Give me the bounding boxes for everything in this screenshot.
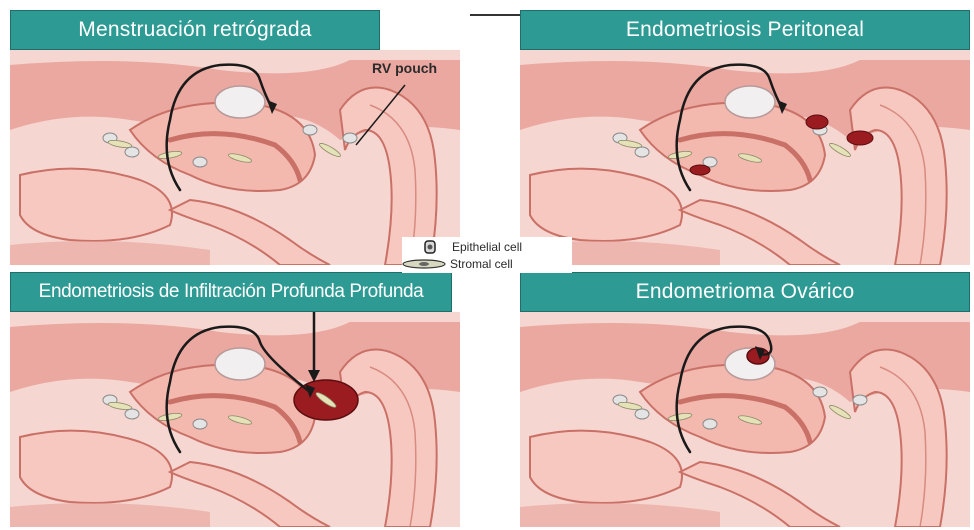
epithelial-cell [193, 419, 207, 429]
rv-pouch-label: RV pouch [372, 60, 437, 76]
ovary [215, 86, 265, 118]
ovary [215, 348, 265, 380]
legend: Epithelial cell Stromal cell [402, 237, 572, 273]
epithelial-cell-icon [420, 240, 440, 254]
peritoneal-lesion [690, 165, 710, 175]
epithelial-cell [703, 419, 717, 429]
epithelial-cell [853, 395, 867, 405]
panel-connector-line [470, 14, 522, 16]
panel-title: Endometrioma Ovárico [520, 272, 970, 312]
panel-ovarian-endometrioma: Endometrioma Ovárico [520, 272, 970, 527]
epithelial-cell [125, 409, 139, 419]
peritoneal-lesion [847, 131, 873, 145]
peritoneal-lesion [806, 115, 828, 129]
epithelial-cell [193, 157, 207, 167]
legend-item-stromal: Stromal cell [402, 256, 513, 272]
epithelial-cell [303, 125, 317, 135]
ovary [725, 86, 775, 118]
epithelial-cell [635, 147, 649, 157]
legend-label: Epithelial cell [452, 240, 522, 254]
panel-title: Endometriosis Peritoneal [520, 10, 970, 50]
stromal-cell-icon [402, 258, 446, 270]
legend-item-epithelial: Epithelial cell [402, 239, 522, 255]
epithelial-cell [343, 133, 357, 143]
epithelial-cell [635, 409, 649, 419]
legend-label: Stromal cell [450, 257, 513, 271]
panel-retrograde-menstruation: Menstruación retrógrada RV pouch [10, 10, 460, 265]
epithelial-cell [125, 147, 139, 157]
panel-title: Menstruación retrógrada [10, 10, 380, 50]
panel-peritoneal-endometriosis: Endometriosis Peritoneal [520, 10, 970, 265]
panel-title: Endometriosis de Infiltración Profunda P… [10, 272, 452, 312]
panel-deep-infiltrating-endometriosis: Endometriosis de Infiltración Profunda P… [10, 272, 460, 527]
epithelial-cell [813, 387, 827, 397]
